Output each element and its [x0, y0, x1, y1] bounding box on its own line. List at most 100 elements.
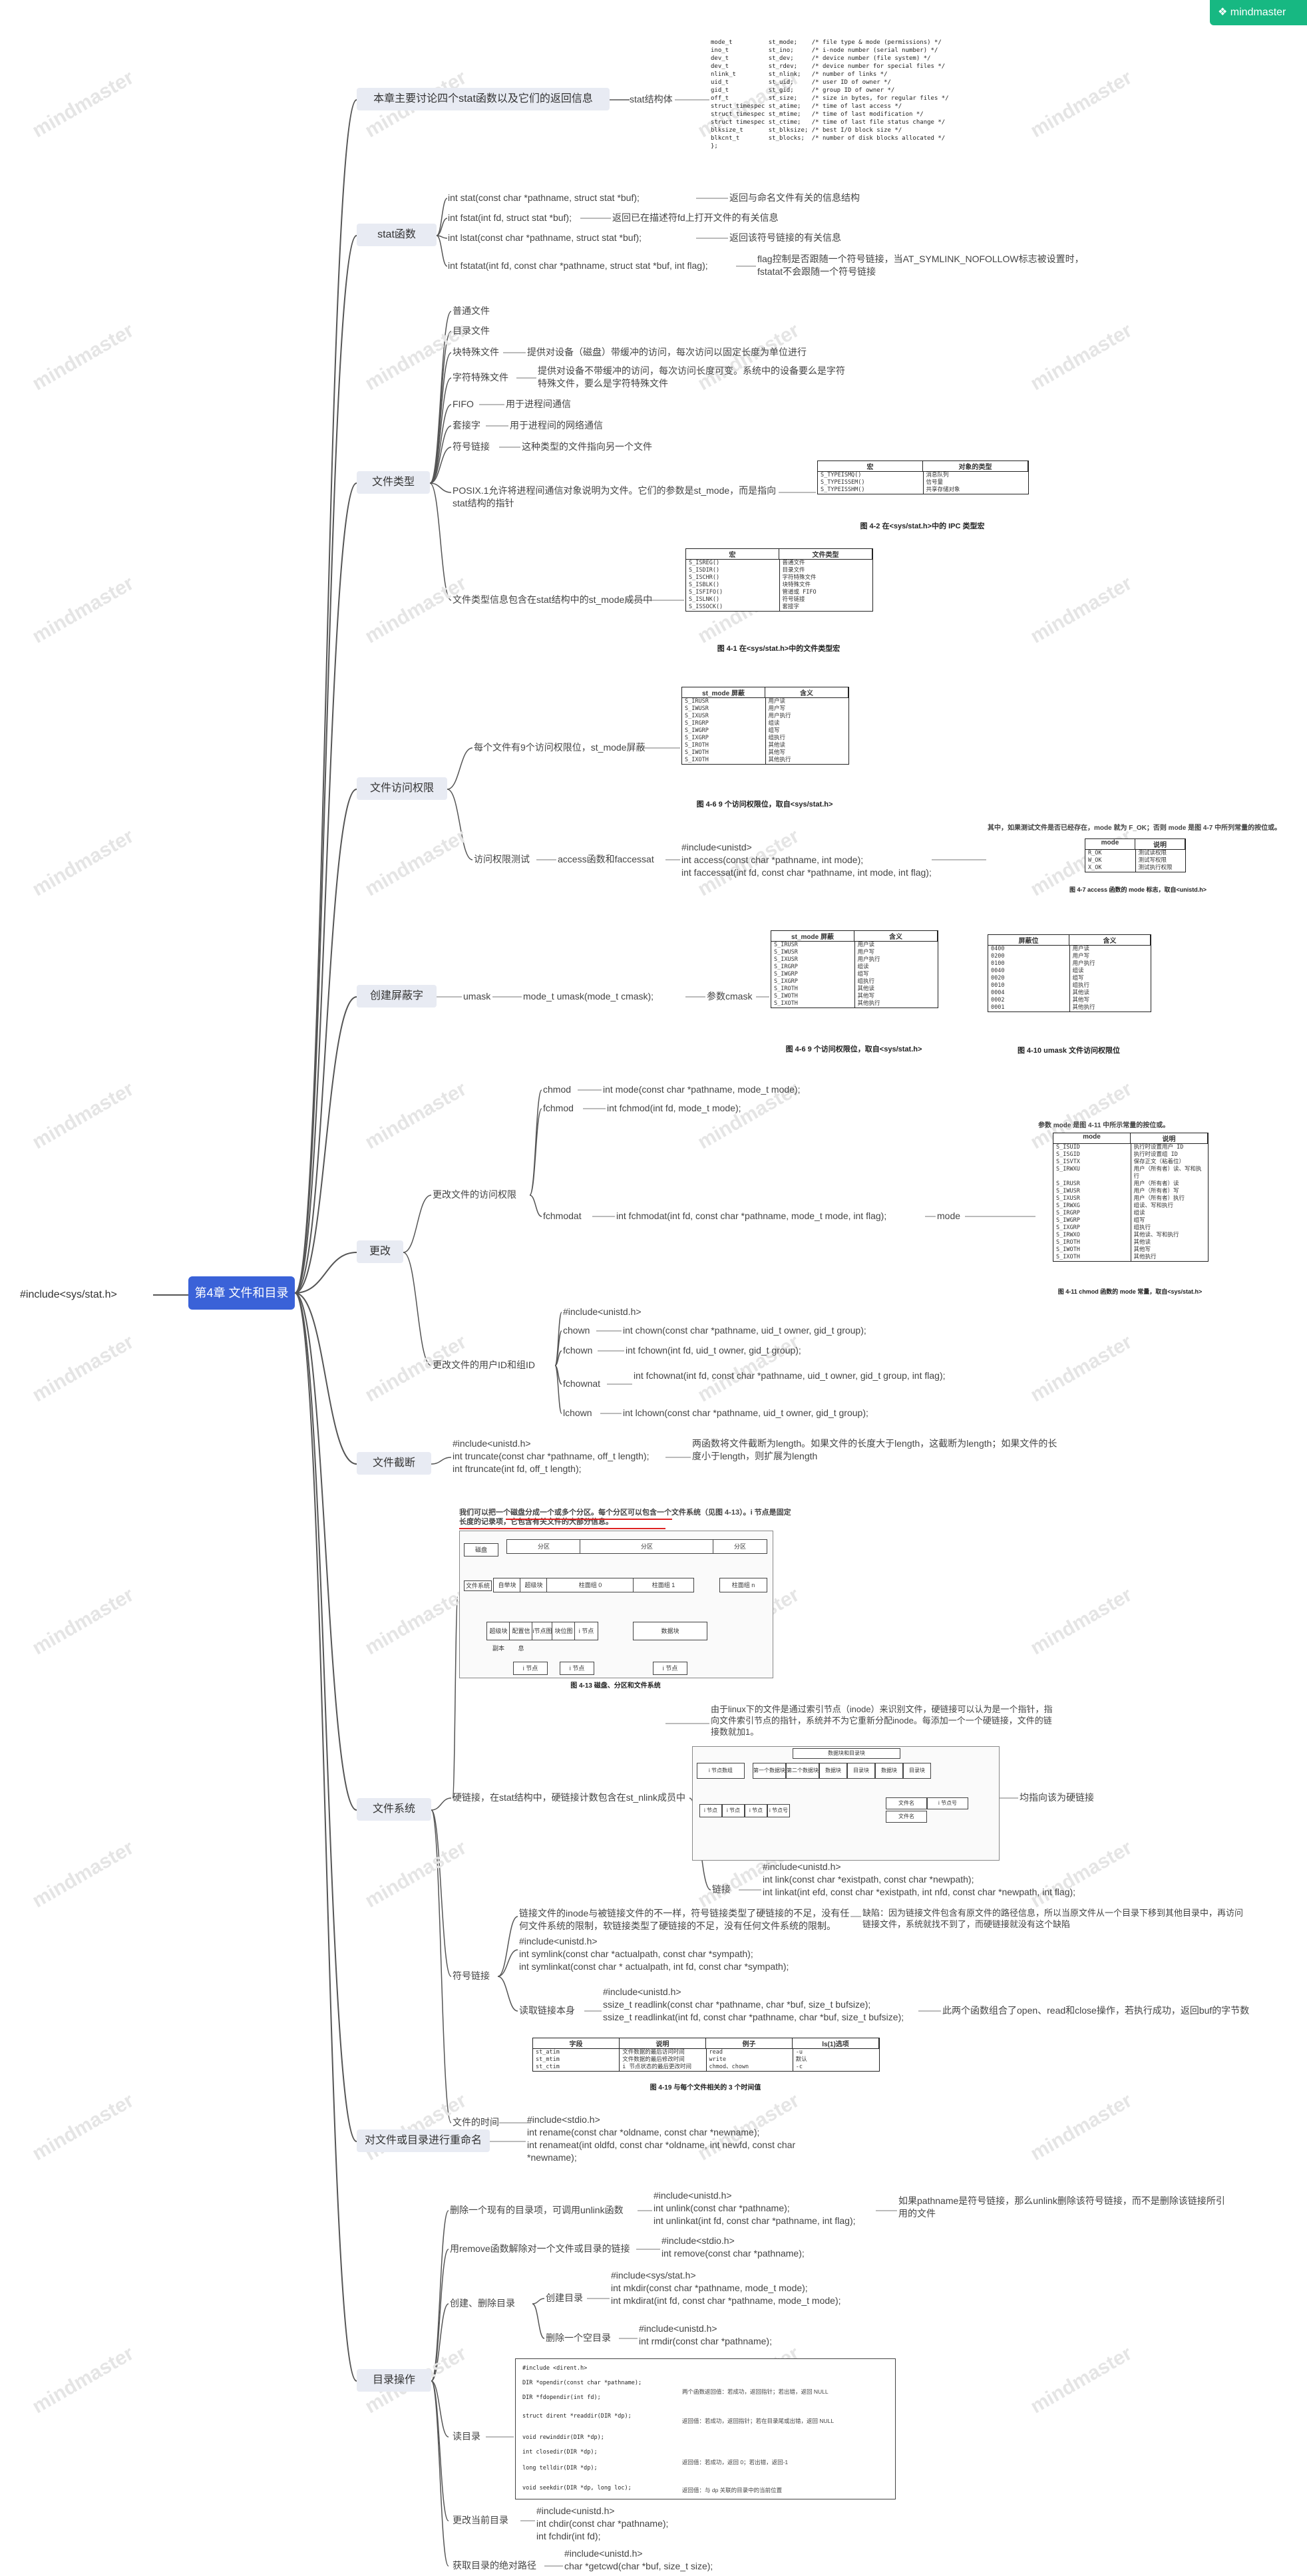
stat-struct-field: struct timespec st_ctime; /* time of las…: [711, 119, 946, 126]
fchmod-sig[interactable]: int fchmod(int fd, mode_t mode);: [607, 1103, 741, 1113]
branch-rename[interactable]: 对文件或目录进行重命名: [357, 2129, 490, 2152]
connector-line: [554, 1365, 562, 1385]
brand-logo[interactable]: ❖ mindmaster: [1210, 0, 1307, 25]
file-type-directory[interactable]: 目录文件: [453, 325, 490, 336]
file-type-symlink[interactable]: 符号链接: [453, 441, 490, 452]
lchown-node[interactable]: lchown: [563, 1407, 592, 1418]
file-type-regular[interactable]: 普通文件: [453, 305, 490, 316]
chmod-sig[interactable]: int mode(const char *pathname, mode_t mo…: [603, 1084, 801, 1095]
table-cell: 其他写: [1133, 1246, 1151, 1253]
chmod-mode-node[interactable]: mode: [937, 1210, 961, 1221]
connector-line: [431, 1797, 452, 1811]
file-type-block[interactable]: 块特殊文件: [453, 347, 499, 357]
remove-node[interactable]: 用remove函数解除对一个文件或目录的链接: [450, 2243, 630, 2254]
fchmodat-node[interactable]: fchmodat: [543, 1210, 582, 1221]
branch-umask[interactable]: 创建屏蔽字: [357, 985, 437, 1008]
file-type-fifo[interactable]: FIFO: [453, 399, 474, 409]
st-mode-type-note[interactable]: 文件类型信息包含在stat结构中的st_mode成员中: [453, 594, 653, 605]
chown-sig[interactable]: int chown(const char *pathname, uid_t ow…: [623, 1325, 866, 1336]
stat-struct-field: blksize_t st_blksize; /* best I/O block …: [711, 127, 902, 134]
change-owner-node[interactable]: 更改文件的用户ID和组ID: [433, 1360, 535, 1370]
table-cell: 0100: [988, 960, 1070, 968]
fchownat-node[interactable]: fchownat: [563, 1378, 601, 1389]
table-cell: 其他读: [768, 742, 786, 749]
fstatat-func-sig[interactable]: int fstatat(int fd, const char *pathname…: [448, 260, 708, 271]
root-chapter-node[interactable]: 第4章 文件和目录: [188, 1276, 295, 1310]
change-perm-node[interactable]: 更改文件的访问权限: [433, 1189, 516, 1200]
stat-func-sig[interactable]: int stat(const char *pathname, struct st…: [448, 192, 640, 203]
access-test-node[interactable]: 访问权限测试: [474, 854, 530, 864]
umask-node[interactable]: umask: [463, 991, 491, 1002]
umask-func-node[interactable]: mode_t umask(mode_t cmask);: [523, 991, 654, 1002]
readlink-node[interactable]: 读取链接本身: [519, 2005, 575, 2016]
hard-link-note: 由于linux下的文件是通过索引节点（inode）来识别文件，硬链接可以认为是一…: [711, 1704, 1053, 1737]
table-cell: 组写: [1133, 1217, 1145, 1224]
table-cell: -u: [795, 2049, 803, 2056]
inode-figure-box: i 节点: [699, 1804, 722, 1817]
posix-ipc-note[interactable]: POSIX.1允许将进程间通信对象说明为文件。它们的参数是st_mode，而是指…: [453, 485, 777, 508]
include-header-node[interactable]: #include<sys/stat.h>: [20, 1289, 117, 1300]
truncate-code[interactable]: #include<unistd.h>int truncate(const cha…: [453, 1437, 649, 1475]
branch-directory-ops[interactable]: 目录操作: [357, 2369, 431, 2392]
fchown-sig[interactable]: int fchown(int fd, uid_t owner, gid_t gr…: [626, 1345, 801, 1356]
read-dir-node[interactable]: 读目录: [453, 2431, 480, 2442]
stat-struct-node[interactable]: stat结构体: [630, 94, 673, 104]
table-cell: S_IRWXO: [1053, 1232, 1131, 1239]
table-cell: 符号链接: [782, 596, 805, 603]
readlink-note: 此两个函数组合了open、read和close操作，若执行成功，返回buf的字节…: [942, 2005, 1250, 2016]
table-header-cell: 说明: [1135, 839, 1185, 849]
branch-file-system[interactable]: 文件系统: [357, 1798, 431, 1821]
getcwd-node[interactable]: 获取目录的绝对路径: [453, 2560, 536, 2571]
lchown-sig[interactable]: int lchown(const char *pathname, uid_t o…: [623, 1407, 868, 1418]
branch-file-types[interactable]: 文件类型: [357, 471, 430, 494]
fstat-func-sig[interactable]: int fstat(int fd, struct stat *buf);: [448, 212, 572, 223]
fchmodat-sig[interactable]: int fchmodat(int fd, const char *pathnam…: [616, 1210, 887, 1221]
link-node[interactable]: 链接: [712, 1884, 731, 1895]
unlink-note: 如果pathname是符号链接，那么unlink删除该符号链接，而不是删除该链接…: [898, 2195, 1225, 2219]
table-cell: 套接字: [782, 604, 800, 610]
file-type-socket[interactable]: 套接字: [453, 420, 480, 431]
chmod-node[interactable]: chmod: [543, 1084, 572, 1095]
mkdir-rmdir-node[interactable]: 创建、删除目录: [450, 2298, 515, 2308]
connector-line: [497, 1976, 518, 2012]
read-dir-code-line: DIR *fdopendir(int fd);: [522, 2394, 601, 2401]
file-time-node[interactable]: 文件的时间: [453, 2117, 499, 2127]
access-func-node[interactable]: access函数和faccessat: [558, 854, 654, 864]
chown-node[interactable]: chown: [563, 1325, 590, 1336]
symlink-node[interactable]: 符号链接: [453, 1970, 490, 1981]
fchmod-node[interactable]: fchmod: [543, 1103, 574, 1113]
rename-code[interactable]: #include<stdio.h>int rename(const char *…: [527, 2114, 840, 2164]
rmdir-node[interactable]: 删除一个空目录: [546, 2332, 611, 2343]
disk-figure-box: 自举块: [493, 1578, 521, 1592]
lstat-func-sig[interactable]: int lstat(const char *pathname, struct s…: [448, 232, 642, 243]
table-cell: S_IWUSR: [1053, 1188, 1131, 1195]
code-line: int symlinkat(const char * actualpath, i…: [519, 1961, 789, 1972]
branch-access-permissions[interactable]: 文件访问权限: [357, 777, 447, 800]
branch-stat-struct[interactable]: 本章主要讨论四个stat函数以及它们的返回信息: [357, 88, 610, 110]
file-type-char[interactable]: 字符特殊文件: [453, 372, 508, 383]
code-line: int remove(const char *pathname);: [661, 2248, 805, 2259]
umask-param-node[interactable]: 参数cmask: [707, 991, 753, 1002]
code-line: int truncate(const char *pathname, off_t…: [453, 1451, 650, 1461]
mkdir-node[interactable]: 创建目录: [546, 2293, 583, 2303]
hard-link-node[interactable]: 硬链接，在stat结构中，硬链接计数包含在st_nlink成员中: [453, 1792, 686, 1803]
stat-struct-field: dev_t st_rdev; /* device number for spec…: [711, 63, 946, 70]
branch-change[interactable]: 更改: [357, 1240, 403, 1263]
fchownat-sig[interactable]: int fchownat(int fd, const char *pathnam…: [634, 1370, 946, 1381]
fchown-node[interactable]: fchown: [563, 1345, 593, 1356]
table-cell: 其他写: [1072, 997, 1090, 1004]
unlink-node[interactable]: 删除一个现有的目录项，可调用unlink函数: [450, 2205, 624, 2215]
table-cell: 管道或 FIFO: [782, 589, 817, 596]
connector-line: [497, 1916, 518, 1977]
branch-stat-functions[interactable]: stat函数: [357, 224, 437, 246]
branch-truncate[interactable]: 文件截断: [357, 1452, 431, 1475]
chdir-node[interactable]: 更改当前目录: [453, 2515, 508, 2525]
perm-bits-note[interactable]: 每个文件有9个访问权限位，st_mode屏蔽: [474, 742, 646, 753]
connector-line: [294, 789, 357, 1294]
symlink-code: #include<unistd.h>int symlink(const char…: [519, 1935, 789, 1973]
